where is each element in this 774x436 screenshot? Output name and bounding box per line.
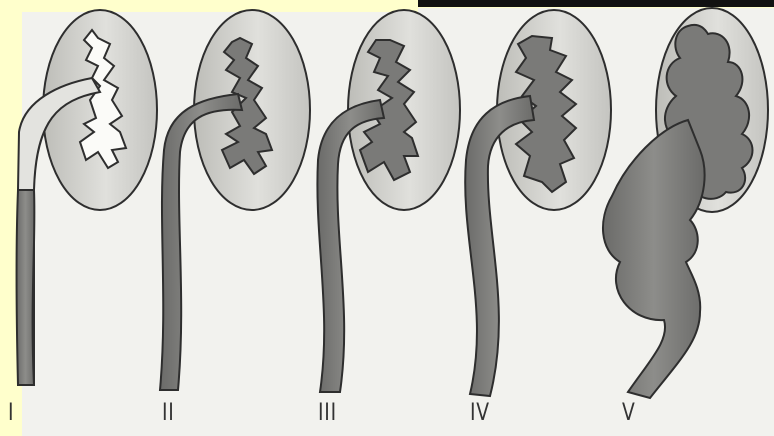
margin-top [0,0,418,12]
scan-edge [418,0,774,7]
grade-label-3: III [318,400,337,424]
ureter-reflux-grade-1 [17,190,35,385]
grade-label-2: II [162,400,175,424]
grade-label-5: V [622,400,636,424]
grade-label-4: IV [470,400,490,424]
grade-label-1: I [8,400,14,424]
